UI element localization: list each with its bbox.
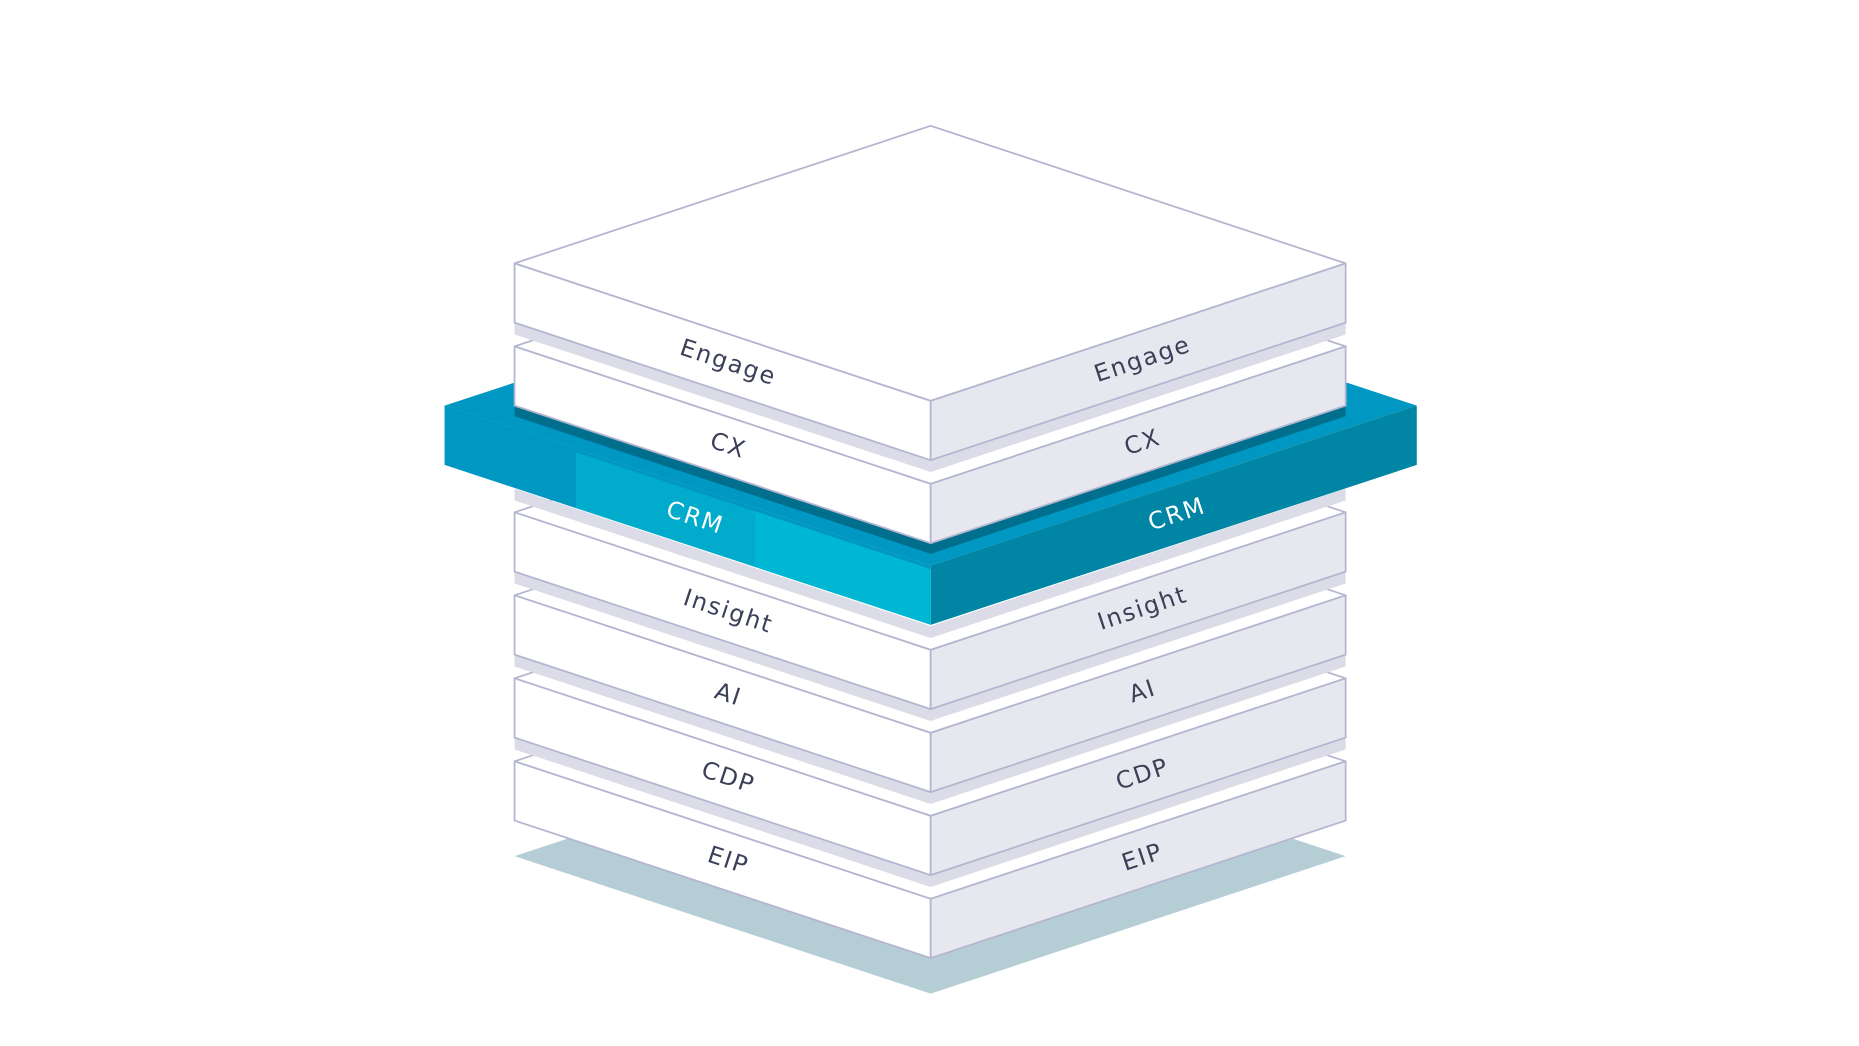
slab-right-face-insight <box>929 511 1347 711</box>
slab-right-face-eip <box>929 760 1347 960</box>
slab-right-face-cx <box>929 345 1347 545</box>
slab-rim-crm <box>444 405 931 570</box>
slab-right-face-cdp <box>929 677 1347 877</box>
slab-right-face-crm <box>930 405 1417 625</box>
slab-right-face-ai <box>929 594 1347 794</box>
slab-right-face-engage <box>929 262 1347 462</box>
slab-left-face-crm <box>444 405 931 625</box>
